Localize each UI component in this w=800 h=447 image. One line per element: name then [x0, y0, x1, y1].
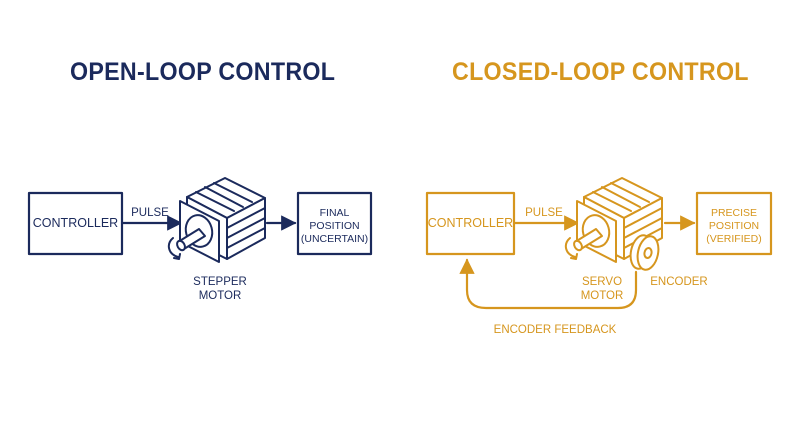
closed-result-box [695, 191, 773, 256]
closed-loop-title: CLOSED-LOOP CONTROL [452, 58, 749, 86]
servo-motor-label-line1: SERVO [581, 276, 623, 288]
encoder-feedback-label: ENCODER FEEDBACK [493, 324, 617, 336]
encoder-disc-icon [629, 234, 660, 271]
open-result-line2: POSITION [309, 220, 360, 232]
closed-result-line3: (VERIFIED) [706, 233, 762, 245]
stepper-motor-label-line1: STEPPER [193, 276, 247, 288]
servo-motor-label-line2: MOTOR [580, 290, 624, 302]
closed-result-line2: POSITION [708, 220, 760, 232]
closed-result-line1: PRECISE [710, 207, 758, 219]
open-result-line3: (UNCERTAIN) [300, 233, 369, 245]
stepper-motor-icon [167, 177, 266, 263]
open-loop-title: OPEN-LOOP CONTROL [70, 58, 336, 86]
closed-pulse-label: PULSE [525, 207, 563, 219]
open-result-box [296, 191, 373, 256]
open-pulse-label: PULSE [131, 207, 169, 219]
stepper-motor-label-line2: MOTOR [198, 290, 242, 302]
open-controller-label: CONTROLLER [32, 216, 119, 230]
closed-controller-label: CONTROLLER [427, 216, 514, 230]
encoder-label: ENCODER [650, 276, 708, 288]
encoder-feedback-arrow [459, 258, 638, 310]
open-result-line1: FINAL [319, 207, 350, 219]
